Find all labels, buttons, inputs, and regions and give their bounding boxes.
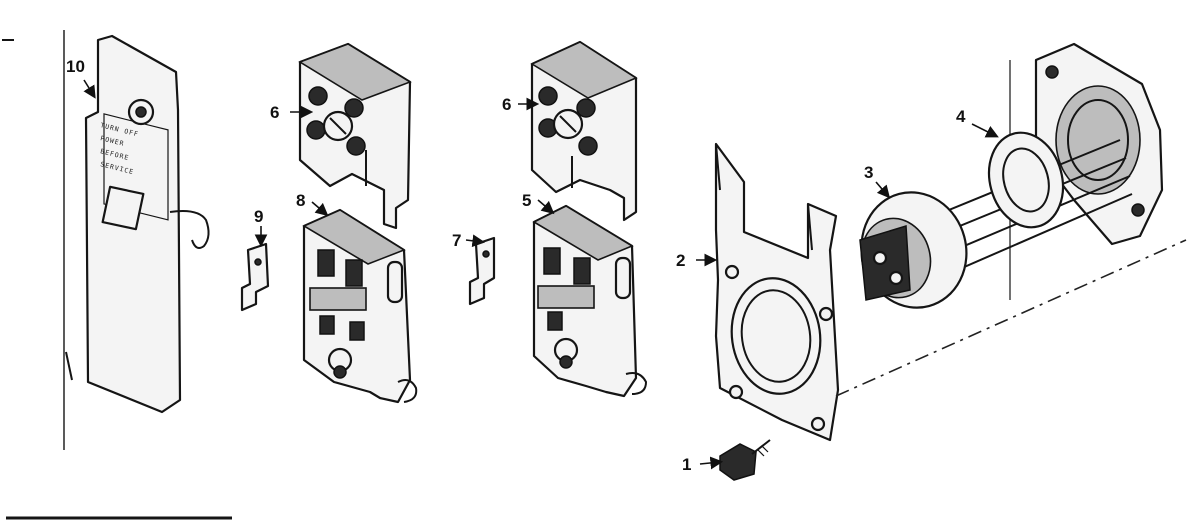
part-9-clip [240,242,270,312]
callout-labels: 10 6 6 8 5 9 7 2 1 3 4 [66,57,966,474]
part-3-4-heating-element [859,42,1164,309]
part-5-thermostat-right [532,204,648,398]
callout-1: 1 [682,455,691,474]
callout-7: 7 [452,231,461,250]
callout-9: 9 [254,207,263,226]
callout-6-right: 6 [502,95,511,114]
part-7-clip [468,236,496,306]
part-2-gasket-bracket [714,142,840,442]
callout-8: 8 [296,191,305,210]
callout-3: 3 [864,163,873,182]
callout-5: 5 [522,191,531,210]
part-8-thermostat-left [302,208,418,404]
part-6-thermostat-left [298,42,412,230]
part-10-label-plate: TURN OFF POWER BEFORE SERVICE [65,34,210,414]
assembly-center-line [835,239,1187,397]
leader-arrows [83,79,999,470]
part-6-thermostat-right [530,40,638,222]
callout-2: 2 [676,251,685,270]
part-1-bolt [719,439,771,481]
callout-4: 4 [956,107,966,126]
callout-6-left: 6 [270,103,279,122]
callout-10: 10 [66,57,85,76]
